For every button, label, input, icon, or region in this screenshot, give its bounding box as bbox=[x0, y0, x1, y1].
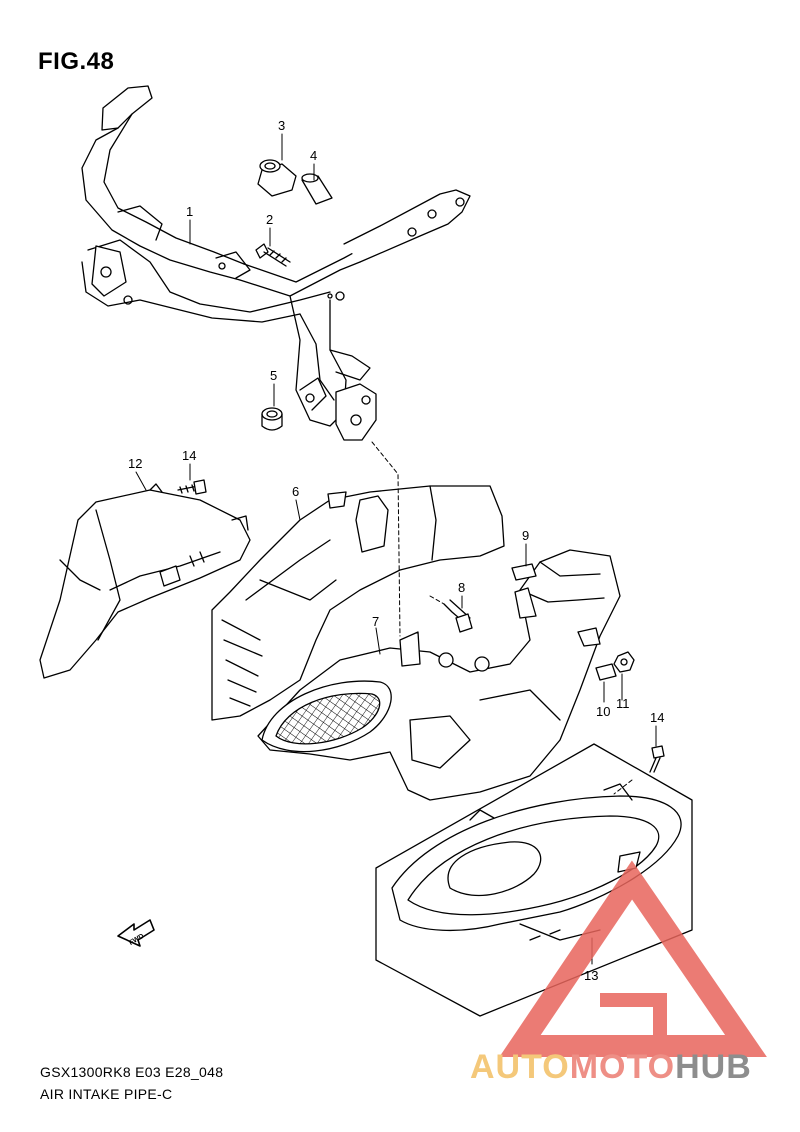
nut-part-11 bbox=[613, 651, 635, 673]
callout-14-lower: 14 bbox=[650, 710, 664, 725]
callout-7: 7 bbox=[372, 614, 379, 629]
screw-part-14-lower bbox=[649, 745, 665, 773]
callout-3: 3 bbox=[278, 118, 285, 133]
bracket-frame-part bbox=[81, 85, 471, 441]
callout-1: 1 bbox=[186, 204, 193, 219]
diagram-code: GSX1300RK8 E03 E28_048 bbox=[40, 1064, 224, 1080]
bushing-part-3 bbox=[257, 159, 297, 197]
callout-5: 5 bbox=[270, 368, 277, 383]
leader-lines bbox=[135, 133, 657, 965]
outer-cover-part-13 bbox=[375, 743, 693, 1017]
grommet-part-5 bbox=[261, 407, 283, 431]
inner-cover-part-12 bbox=[39, 483, 251, 679]
callout-2: 2 bbox=[266, 212, 273, 227]
callout-12: 12 bbox=[128, 456, 142, 471]
bolt-part-8 bbox=[443, 599, 473, 633]
watermark-hub: HUB bbox=[675, 1048, 752, 1086]
bolt-part-2 bbox=[255, 243, 291, 267]
callout-labels: 1 2 3 4 5 6 7 8 9 10 11 12 14 14 13 bbox=[128, 118, 664, 983]
clip-part-10 bbox=[595, 663, 617, 681]
callout-14-upper: 14 bbox=[182, 448, 196, 463]
intake-duct-part-6 bbox=[211, 485, 505, 721]
callout-13: 13 bbox=[584, 968, 598, 983]
watermark-auto: AUTO bbox=[470, 1048, 570, 1086]
callout-8: 8 bbox=[458, 580, 465, 595]
fwd-arrow-icon bbox=[117, 919, 155, 947]
figure-title: FIG.48 bbox=[38, 48, 115, 75]
callout-4: 4 bbox=[310, 148, 317, 163]
watermark-logo-icon bbox=[499, 860, 767, 1057]
watermark-moto: MOTO bbox=[569, 1048, 676, 1086]
intake-duct-part-7 bbox=[257, 549, 621, 801]
watermark-text: AUTOMOTOHUB bbox=[470, 1048, 752, 1087]
collar-part-4 bbox=[301, 173, 333, 205]
callout-10: 10 bbox=[596, 704, 610, 719]
callout-6: 6 bbox=[292, 484, 299, 499]
diagram-name: AIR INTAKE PIPE-C bbox=[40, 1086, 173, 1102]
callout-11: 11 bbox=[616, 696, 630, 711]
callout-9: 9 bbox=[522, 528, 529, 543]
screw-part-14-upper bbox=[177, 479, 207, 495]
clip-part-9 bbox=[511, 563, 537, 581]
